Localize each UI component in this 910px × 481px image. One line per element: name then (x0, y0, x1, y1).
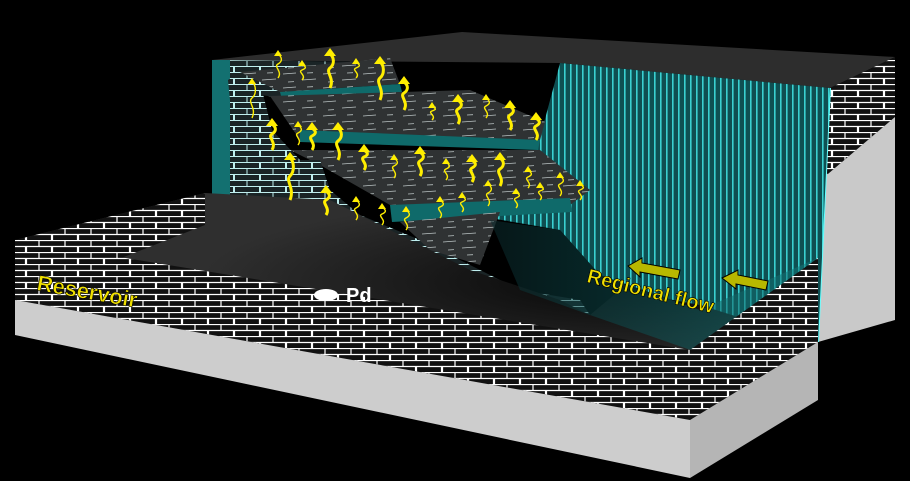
upflow-arrow-shaft (557, 175, 565, 197)
stepped-brick-escarpment (228, 72, 590, 315)
lower-terrace-edge (390, 198, 572, 222)
upflow-arrow-head (414, 146, 426, 154)
upflow-arrow-shaft (299, 63, 307, 81)
upflow-arrow-head (524, 166, 532, 172)
upflow-arrow-head (458, 192, 466, 198)
upflow-arrows (248, 48, 585, 231)
flow-arrow-2 (721, 269, 769, 291)
upflow-arrow-head (324, 48, 336, 56)
upflow-arrow-head (452, 94, 464, 102)
upflow-arrow-head (536, 182, 544, 188)
upflow-arrow-head (374, 56, 386, 64)
upflow-arrow-shaft (323, 189, 331, 216)
upflow-arrow-head (442, 158, 450, 164)
back-top-surface (212, 32, 895, 88)
upflow-arrow-head (378, 203, 386, 209)
upflow-arrow-shaft (485, 183, 493, 207)
reservoir-front-brick (15, 240, 690, 420)
upflow-arrow-head (390, 154, 398, 160)
upflow-arrow-head (466, 154, 478, 162)
upflow-arrow-shaft (437, 199, 445, 219)
upflow-arrow-shaft (497, 156, 505, 187)
left-teal-strip (212, 60, 230, 205)
upflow-arrow-shaft (379, 206, 387, 226)
upflow-arrow-head (306, 122, 318, 130)
upflow-arrow-head (512, 188, 520, 194)
teal-scarp-wall (490, 63, 830, 342)
upflow-arrow-head (352, 58, 360, 64)
upflow-arrow-shaft (459, 195, 467, 213)
upflow-arrow-shaft (403, 209, 411, 231)
upflow-arrow-head (484, 180, 492, 186)
pd-label: Pd (346, 285, 372, 307)
upflow-arrow-shaft (525, 169, 533, 189)
upflow-arrow-shaft (429, 105, 437, 121)
upflow-arrow-head (298, 60, 306, 66)
upflow-arrow-shaft (269, 122, 277, 151)
upflow-arrow-head (358, 144, 370, 152)
upflow-arrow-shaft (391, 157, 399, 179)
upflow-arrow-shaft (513, 191, 521, 209)
upflow-arrow-head (428, 102, 436, 108)
upflow-arrow-head (332, 122, 344, 130)
upflow-arrow-shaft (353, 61, 361, 79)
right-upper-brick-face (822, 57, 895, 179)
upflow-arrow-head (482, 94, 490, 100)
right-brick-face (690, 258, 818, 420)
upflow-arrow-shaft (469, 158, 477, 183)
lower-slope (400, 212, 500, 265)
upflow-arrow-head (284, 152, 296, 160)
upflow-arrow-shaft (443, 161, 451, 181)
upflow-arrow-shaft (537, 185, 545, 201)
upflow-arrow-shaft (417, 150, 425, 177)
upflow-arrow-head (556, 172, 564, 178)
upper-terrace (240, 58, 400, 92)
upflow-arrow-head (494, 152, 506, 160)
upflow-arrow-head (398, 76, 410, 84)
upflow-arrow-shaft (455, 98, 463, 125)
middle-terrace-edge (300, 130, 540, 150)
upflow-arrow-shaft (287, 156, 295, 201)
upflow-arrow-head (352, 196, 360, 202)
upflow-arrow-shaft (377, 60, 385, 101)
upflow-arrow-shaft (275, 53, 283, 79)
upflow-arrow-shaft (483, 97, 491, 119)
upflow-arrow-head (274, 50, 282, 56)
upflow-arrow-shaft (353, 199, 361, 221)
upflow-arrow-shaft (361, 148, 369, 171)
upflow-arrow-shaft (507, 104, 515, 131)
grey-slab-front (15, 300, 690, 478)
upflow-arrow-shaft (577, 183, 585, 201)
upflow-arrow-head (504, 100, 516, 108)
upflow-arrow-head (436, 196, 444, 202)
upflow-arrow-shaft (309, 126, 317, 151)
upflow-arrow-head (266, 118, 278, 126)
site-marker (314, 289, 338, 301)
grey-slab-right (690, 342, 818, 478)
upflow-arrow-shaft (327, 52, 335, 89)
upflow-arrow-head (576, 180, 584, 186)
upflow-arrow-shaft (295, 124, 303, 146)
upflow-arrow-head (248, 78, 256, 84)
right-upper-grey-face (818, 117, 895, 342)
upflow-arrow-head (402, 206, 410, 212)
upflow-arrow-head (530, 112, 542, 120)
upflow-arrow-shaft (335, 126, 343, 161)
upflow-arrow-shaft (249, 81, 257, 119)
upflow-arrow-shaft (533, 116, 541, 141)
flow-arrow-1 (627, 257, 681, 280)
upflow-arrow-shaft (401, 80, 409, 111)
upflow-arrow-head (320, 185, 332, 193)
upflow-arrow-head (294, 121, 302, 127)
